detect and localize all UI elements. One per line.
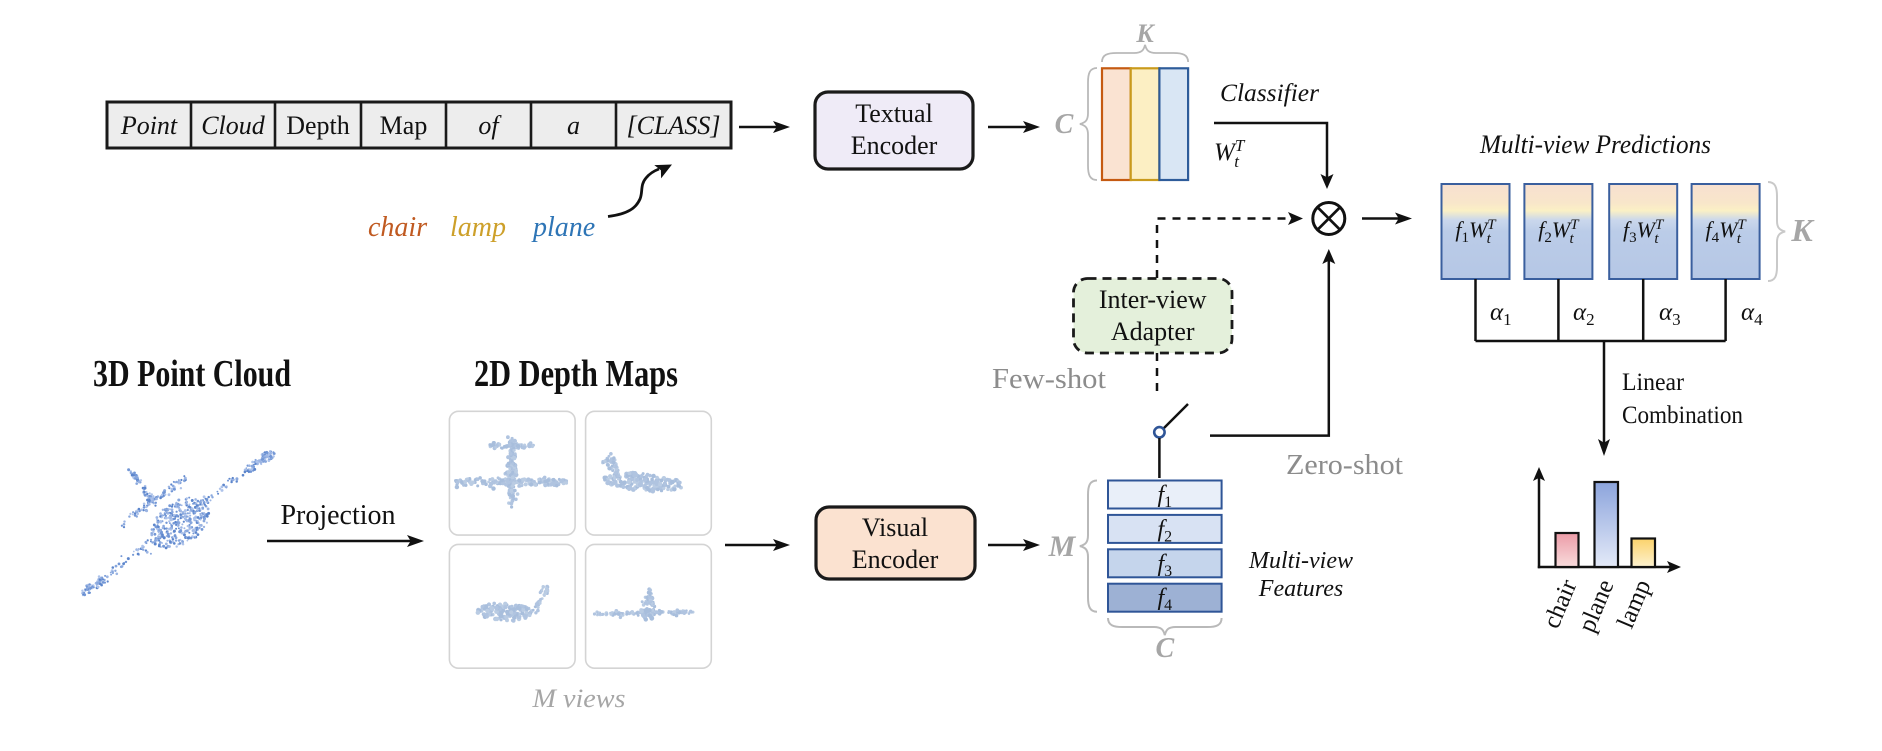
svg-text:Linear: Linear <box>1622 369 1685 396</box>
svg-text:Multi-view Predictions: Multi-view Predictions <box>1479 130 1711 159</box>
svg-text:K: K <box>1790 212 1815 248</box>
svg-text:α2: α2 <box>1573 299 1595 329</box>
svg-text:f2: f2 <box>1157 516 1172 545</box>
svg-text:C: C <box>1155 633 1174 664</box>
svg-text:f1: f1 <box>1157 482 1172 511</box>
svg-text:Point: Point <box>120 111 178 140</box>
svg-text:Zero-shot: Zero-shot <box>1286 450 1403 481</box>
svg-text:M views: M views <box>531 684 625 713</box>
svg-text:f3: f3 <box>1157 551 1172 580</box>
svg-text:Map: Map <box>380 111 428 140</box>
svg-text:Projection: Projection <box>280 500 395 531</box>
svg-text:α1: α1 <box>1490 299 1512 329</box>
svg-text:Depth: Depth <box>286 111 350 140</box>
svg-text:Visual: Visual <box>862 513 928 542</box>
svg-text:[CLASS]: [CLASS] <box>627 111 721 140</box>
svg-text:Cloud: Cloud <box>201 111 266 140</box>
svg-text:C: C <box>1055 109 1074 140</box>
svg-text:Multi-view: Multi-view <box>1248 548 1353 574</box>
svg-text:M: M <box>1048 530 1077 563</box>
svg-text:a: a <box>567 111 580 140</box>
svg-text:3D Point Cloud: 3D Point Cloud <box>93 353 291 395</box>
svg-text:Encoder: Encoder <box>851 131 938 160</box>
svg-text:Inter-view: Inter-view <box>1099 285 1207 314</box>
svg-text:plane: plane <box>531 212 595 243</box>
svg-text:α3: α3 <box>1659 299 1681 329</box>
svg-text:Features: Features <box>1258 576 1343 602</box>
svg-text:Adapter: Adapter <box>1111 317 1195 346</box>
svg-text:K: K <box>1135 19 1155 48</box>
svg-text:Few-shot: Few-shot <box>992 364 1106 395</box>
svg-text:f4: f4 <box>1157 585 1172 614</box>
svg-text:chair: chair <box>368 212 427 243</box>
svg-text:Textual: Textual <box>855 99 933 128</box>
svg-text:Classifier: Classifier <box>1220 80 1319 107</box>
svg-text:Encoder: Encoder <box>852 545 939 574</box>
svg-text:lamp: lamp <box>450 212 506 243</box>
svg-text:of: of <box>478 111 502 140</box>
svg-text:Combination: Combination <box>1622 402 1743 429</box>
svg-text:2D Depth Maps: 2D Depth Maps <box>474 353 678 395</box>
svg-text:α4: α4 <box>1741 299 1763 329</box>
